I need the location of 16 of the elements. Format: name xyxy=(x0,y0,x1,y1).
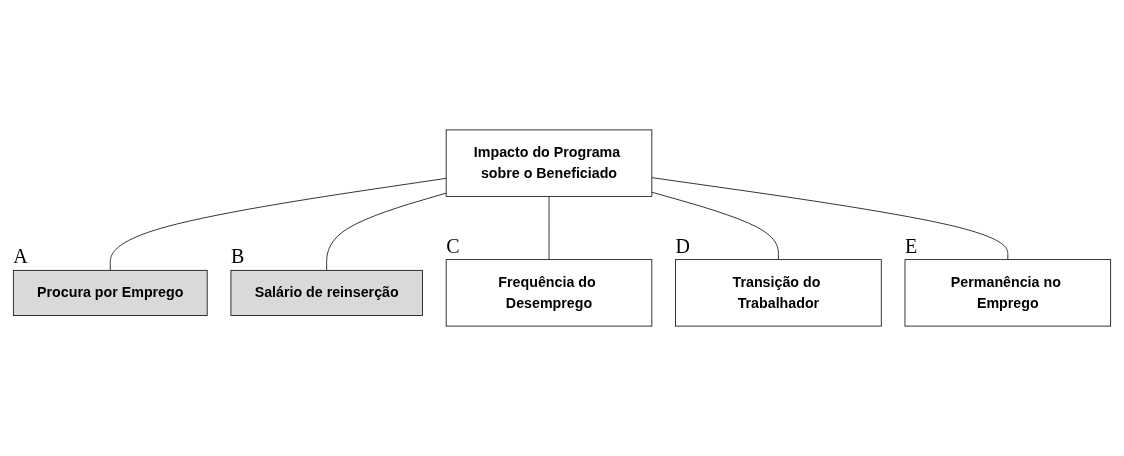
node-box: Permanência no Emprego xyxy=(904,259,1112,327)
connector xyxy=(651,177,1009,261)
connector xyxy=(548,195,550,261)
connector xyxy=(109,177,447,271)
node-box: Transição do Trabalhador xyxy=(675,259,882,327)
item-letter: A xyxy=(13,246,28,267)
connector xyxy=(651,191,779,261)
node-box: Impacto do Programa sobre o Beneficiado xyxy=(445,129,653,197)
item-letter: C xyxy=(446,235,460,256)
node-box: Frequência do Desemprego xyxy=(445,259,653,327)
item-letter: E xyxy=(905,235,918,256)
item-letter: B xyxy=(230,246,245,267)
connector xyxy=(326,192,447,271)
node-box: Salário de reinserção xyxy=(230,269,423,316)
node-box: Procura por Emprego xyxy=(12,269,208,316)
item-letter: D xyxy=(675,235,690,256)
